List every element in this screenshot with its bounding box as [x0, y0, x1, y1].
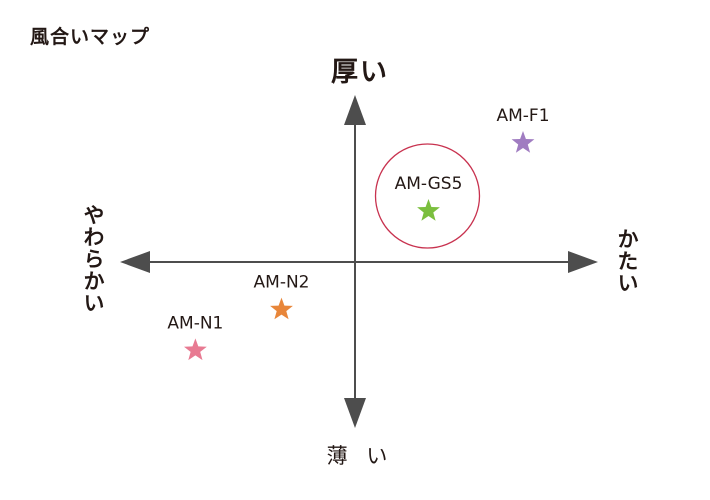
point-label-am-gs5: AM-GS5	[395, 174, 463, 194]
star-marker-am-gs5	[417, 199, 440, 221]
star-marker-am-n2	[270, 297, 293, 320]
axis-label-left: やわらかい	[81, 204, 105, 314]
point-label-am-f1: AM-F1	[496, 106, 549, 126]
point-label-am-n2: AM-N2	[254, 273, 310, 293]
star-marker-am-f1	[511, 131, 535, 153]
highlight-circle	[374, 143, 481, 249]
axis-label-right: かたい	[615, 228, 639, 294]
arrow-down-icon	[344, 398, 366, 428]
arrow-up-icon	[344, 95, 366, 125]
axis-label-top: 厚い	[331, 57, 389, 88]
arrow-left-icon	[120, 251, 150, 273]
axis-label-bottom: 薄 い	[326, 444, 394, 468]
point-label-am-n1: AM-N1	[167, 313, 223, 333]
arrow-right-icon	[568, 251, 598, 273]
map-title: 風合いマップ	[30, 26, 151, 48]
star-marker-am-n1	[184, 338, 207, 361]
axes	[120, 95, 598, 428]
